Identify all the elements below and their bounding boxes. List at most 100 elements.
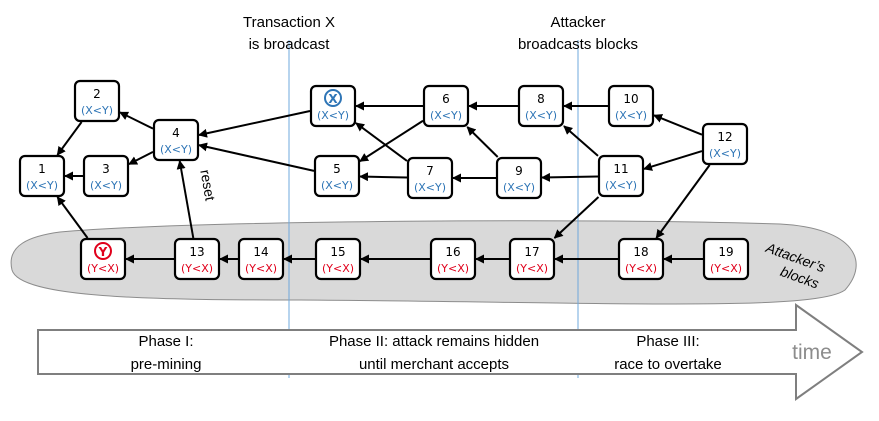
block-title: 18 (633, 245, 648, 259)
block-title: 17 (524, 245, 539, 259)
block-order-label: (Y<X) (322, 262, 354, 275)
phase-3-line2: race to overtake (614, 356, 722, 373)
block-order-label: (X<Y) (26, 179, 58, 192)
edge-b9-to-b6 (466, 126, 499, 158)
block-title: 9 (515, 164, 523, 178)
edge-b12-to-b11 (643, 150, 703, 171)
block-title: 4 (172, 126, 180, 140)
phase-3-line1: Phase III: (636, 333, 699, 350)
edge-b4-to-b2 (119, 111, 154, 130)
reset-label: reset (197, 168, 218, 202)
edge-layer (56, 101, 711, 264)
edge-b2-to-b1 (56, 121, 83, 156)
block-1: 1 (X<Y) (18, 154, 66, 198)
block-box (702, 237, 750, 281)
block-title: X (328, 92, 338, 106)
edge-b11-to-b17 (553, 196, 600, 239)
block-box (314, 237, 362, 281)
block-order-label: (Y<X) (437, 262, 469, 275)
block-13: 13 (Y<X) (173, 237, 221, 281)
block-17: 17 (Y<X) (508, 237, 556, 281)
block-Y: Y(Y<X) (79, 237, 127, 281)
circled-marker-icon (324, 89, 342, 107)
block-box (152, 118, 200, 162)
block-box (422, 84, 470, 128)
block-title: 16 (445, 245, 460, 259)
block-title: 2 (93, 87, 101, 101)
block-title: 7 (426, 164, 434, 178)
block-9: 9 (X<Y) (495, 156, 543, 200)
block-19: 19 (Y<X) (702, 237, 750, 281)
edge-b7-to-bX (355, 122, 408, 162)
edge-b13-to-b4 (176, 160, 195, 239)
block-order-label: (Y<X) (516, 262, 548, 275)
block-8: 8(X<Y) (517, 84, 565, 128)
block-title: 10 (623, 92, 638, 106)
block-order-label: (Y<X) (181, 262, 213, 275)
transaction-label-line2: is broadcast (249, 36, 331, 53)
block-box (495, 156, 543, 200)
block-title: 1 (38, 162, 46, 176)
block-order-label: (X<Y) (90, 179, 122, 192)
block-order-label: (X<Y) (160, 143, 192, 156)
block-order-label: (X<Y) (709, 147, 741, 160)
time-label: time (792, 341, 832, 364)
edge-b12-to-b18 (655, 164, 711, 239)
edge-b12-to-b10 (653, 114, 703, 136)
block-order-label: (Y<X) (710, 262, 742, 275)
circled-marker-icon (94, 242, 112, 260)
edge-bX-to-b4 (198, 110, 311, 138)
block-order-label: (X<Y) (605, 179, 637, 192)
block-order-label: (X<Y) (321, 179, 353, 192)
block-order-label: (X<Y) (317, 109, 349, 122)
block-title: 12 (717, 130, 732, 144)
block-title: 19 (718, 245, 733, 259)
edge-b11-to-b9 (541, 172, 599, 182)
block-title: Y (98, 245, 108, 259)
block-12: 12 (X<Y) (701, 122, 749, 166)
block-box (73, 79, 121, 123)
attacker-broadcast-label-line2: broadcasts blocks (518, 36, 638, 53)
block-4: 4 (X<Y) (152, 118, 200, 162)
time-arrow (37, 303, 864, 401)
block-box (237, 237, 285, 281)
block-14: 14(Y<X) (237, 237, 285, 281)
block-order-label: (X<Y) (503, 181, 535, 194)
block-16: 16 (Y<X) (429, 237, 477, 281)
block-7: 7 (X<Y) (406, 156, 454, 200)
block-box (406, 156, 454, 200)
block-order-label: (X<Y) (414, 181, 446, 194)
block-title: 6 (442, 92, 450, 106)
block-title: 15 (330, 245, 345, 259)
block-box (607, 84, 655, 128)
node-layer: 1(X<Y)2(X<Y)3(X<Y)4(X<Y)X(X<Y)5(X<Y)6(X<… (18, 79, 750, 281)
block-box (429, 237, 477, 281)
phase-1-line2: pre-mining (131, 356, 202, 373)
edge-b4-to-b3 (128, 150, 154, 166)
block-order-label: (X<Y) (615, 109, 647, 122)
block-5: 5 (X<Y) (313, 154, 361, 198)
block-box (597, 154, 645, 198)
block-box (82, 154, 130, 198)
block-3: 3 (X<Y) (82, 154, 130, 198)
block-11: 11(X<Y) (597, 154, 645, 198)
block-title: 5 (333, 162, 341, 176)
block-order-label: (Y<X) (245, 262, 277, 275)
block-box (173, 237, 221, 281)
block-2: 2(X<Y) (73, 79, 121, 123)
block-title: 13 (189, 245, 204, 259)
block-order-label: (X<Y) (525, 109, 557, 122)
block-box (617, 237, 665, 281)
block-X: X (X<Y) (309, 84, 357, 128)
phase-2-line2: until merchant accepts (359, 356, 509, 373)
attacker-broadcast-label-line1: Attacker (550, 14, 605, 31)
block-title: 3 (102, 162, 110, 176)
block-order-label: (X<Y) (430, 109, 462, 122)
block-box (18, 154, 66, 198)
phase-2-line1: Phase II: attack remains hidden (329, 333, 539, 350)
block-box (701, 122, 749, 166)
edge-b11-to-b8 (563, 125, 599, 157)
edge-b7-to-b5 (359, 172, 408, 182)
transaction-label-line1: Transaction X (243, 14, 335, 31)
